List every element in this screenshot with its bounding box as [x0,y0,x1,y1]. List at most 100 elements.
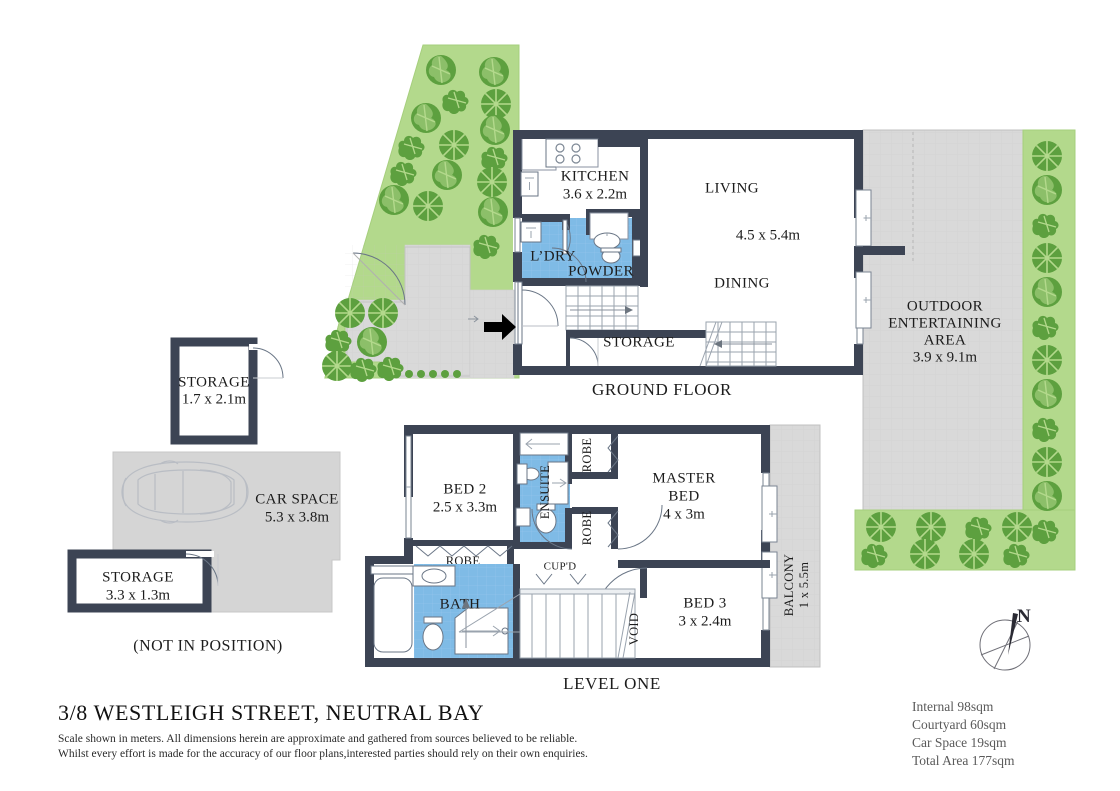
car-and-storage: STORAGE 1.7 x 2.1m CAR SPACE 5.3 x 3.8m [67,337,341,655]
disclaimer-line-1: Scale shown in meters. All dimensions he… [58,733,577,745]
courtyard-wall-stub [863,246,905,255]
entry-arrow-icon [484,314,516,340]
bath-ledge [370,565,416,575]
storage-bottom-label: STORAGE [102,569,174,585]
ensuite-door-swing [531,508,573,550]
ground-wall-right-b [854,246,863,278]
l1-wall-right-c [761,630,770,667]
balcony: BALCONY 1 x 5.5m [769,424,821,668]
compass-north-label: N [1017,606,1031,627]
master-robe-bottom: ROBE [572,507,619,549]
ground-window-left-a [514,217,521,253]
storage-bottom: STORAGE 3.3 x 1.3m [67,549,219,613]
ground-wall-right-c [854,344,863,375]
bed2-label: BED 2 [443,481,486,497]
outdoor-entertaining-area [862,129,1024,511]
l1-wall-right-b [761,530,770,560]
balcony-label: BALCONY [782,554,796,617]
car-space-dim: 5.3 x 3.8m [265,509,330,525]
kitchen-dim: 3.6 x 2.2m [563,186,628,202]
area-internal: Internal 98sqm [912,699,994,714]
l1-wall-bottom [365,658,770,667]
living-divider-wall-a [640,139,648,215]
bed3-hall-wall [640,568,647,598]
cupboard: CUP'D [535,561,587,585]
cupboard-label: CUP'D [544,561,577,573]
entry-door[interactable] [468,281,559,345]
living-label: LIVING [705,180,759,196]
l1-wall-right-a [761,425,770,473]
area-summary: Internal 98sqm Courtyard 60sqm Car Space… [912,699,1015,768]
ensuite-wall-bottom [513,542,572,549]
ground-wall-top [513,130,863,139]
ground-floor-label: GROUND FLOOR [592,380,732,399]
rear-garden [854,129,1076,571]
ground-storage: STORAGE [566,321,777,367]
master-label-1: MASTER [652,470,715,486]
ensuite-room: ENSUITE [513,432,572,549]
master-door-swing [617,504,663,550]
area-courtyard: Courtyard 60sqm [912,717,1007,732]
living-divider-wall-b [598,139,648,147]
living-divider-wall-c [640,209,648,287]
ground-wall-bottom [513,366,863,375]
laundry-label: L’DRY [530,248,576,264]
storage-wall-top [566,330,738,338]
dining-label: DINING [714,275,770,291]
bed3-dim: 3 x 2.4m [679,613,732,629]
ensuite-wall-right-a [565,434,572,484]
l1-wall-left-upper-b [404,538,413,564]
l1-wall-top [404,425,770,434]
ensuite-label: ENSUITE [538,465,552,519]
outdoor-label-1: OUTDOOR [907,298,983,314]
storage-top-label: STORAGE [178,374,250,390]
car-space-label: CAR SPACE [255,491,339,507]
compass-rose: N [979,606,1031,671]
title-block: 3/8 WESTLEIGH STREET, NEUTRAL BAY Scale … [58,700,588,760]
storage-top-door-swing [252,347,284,379]
ground-wall-right-a [854,130,863,218]
ground-floor: KITCHEN 3.6 x 2.2m [468,129,1076,571]
level-one-floor: BALCONY 1 x 5.5m BED 2 2.5 x 3.3m ROBE [365,424,821,693]
balcony-dim: 1 x 5.5m [797,562,811,609]
area-total: Total Area 177sqm [912,753,1015,768]
ldry-wall-top [522,214,566,222]
area-car-space: Car Space 19sqm [912,735,1007,750]
address-title: 3/8 WESTLEIGH STREET, NEUTRAL BAY [58,700,484,725]
master-bed3-wall [618,560,770,568]
ground-stairs [565,285,639,331]
entry-door-swing [521,289,559,327]
not-in-position-label: (NOT IN POSITION) [133,638,283,655]
kitchen-room: KITCHEN 3.6 x 2.2m [520,138,629,202]
bath-room: BATH [370,564,520,658]
master-robe-bottom-label: ROBE [580,511,594,546]
bathtub [373,577,413,653]
outdoor-label-2: ENTERTAINING [888,315,1002,331]
bed3-label: BED 3 [683,595,726,611]
level-one-label: LEVEL ONE [563,674,661,693]
storage-bottom-dim: 3.3 x 1.3m [106,587,171,603]
master-robe-top-label: ROBE [580,438,594,473]
ground-wall-left-a [513,130,522,218]
cooktop [545,138,599,168]
master-dim: 4 x 3m [663,506,705,522]
ensuite-wall-left [513,434,520,548]
l1-wall-left-lower [365,562,374,667]
ground-wall-left-c [513,344,522,375]
outdoor-dim: 3.9 x 9.1m [913,349,978,365]
living-dim: 4.5 x 5.4m [736,227,801,243]
disclaimer-line-2: Whilst every effort is made for the accu… [58,748,588,760]
wet-wall-bottom [522,278,644,286]
storage-label: STORAGE [603,334,675,350]
powder-label: POWDER [568,263,634,279]
void-label: VOID [627,613,641,645]
car-icon [121,460,249,524]
master-robe-top: ROBE [572,434,619,479]
bath-toilet [422,623,444,651]
ensuite-wall-right-b [565,508,572,548]
powder-door-swing [551,247,587,283]
storage-top-dim: 1.7 x 2.1m [182,391,247,407]
bed2-dim: 2.5 x 3.3m [433,499,498,515]
